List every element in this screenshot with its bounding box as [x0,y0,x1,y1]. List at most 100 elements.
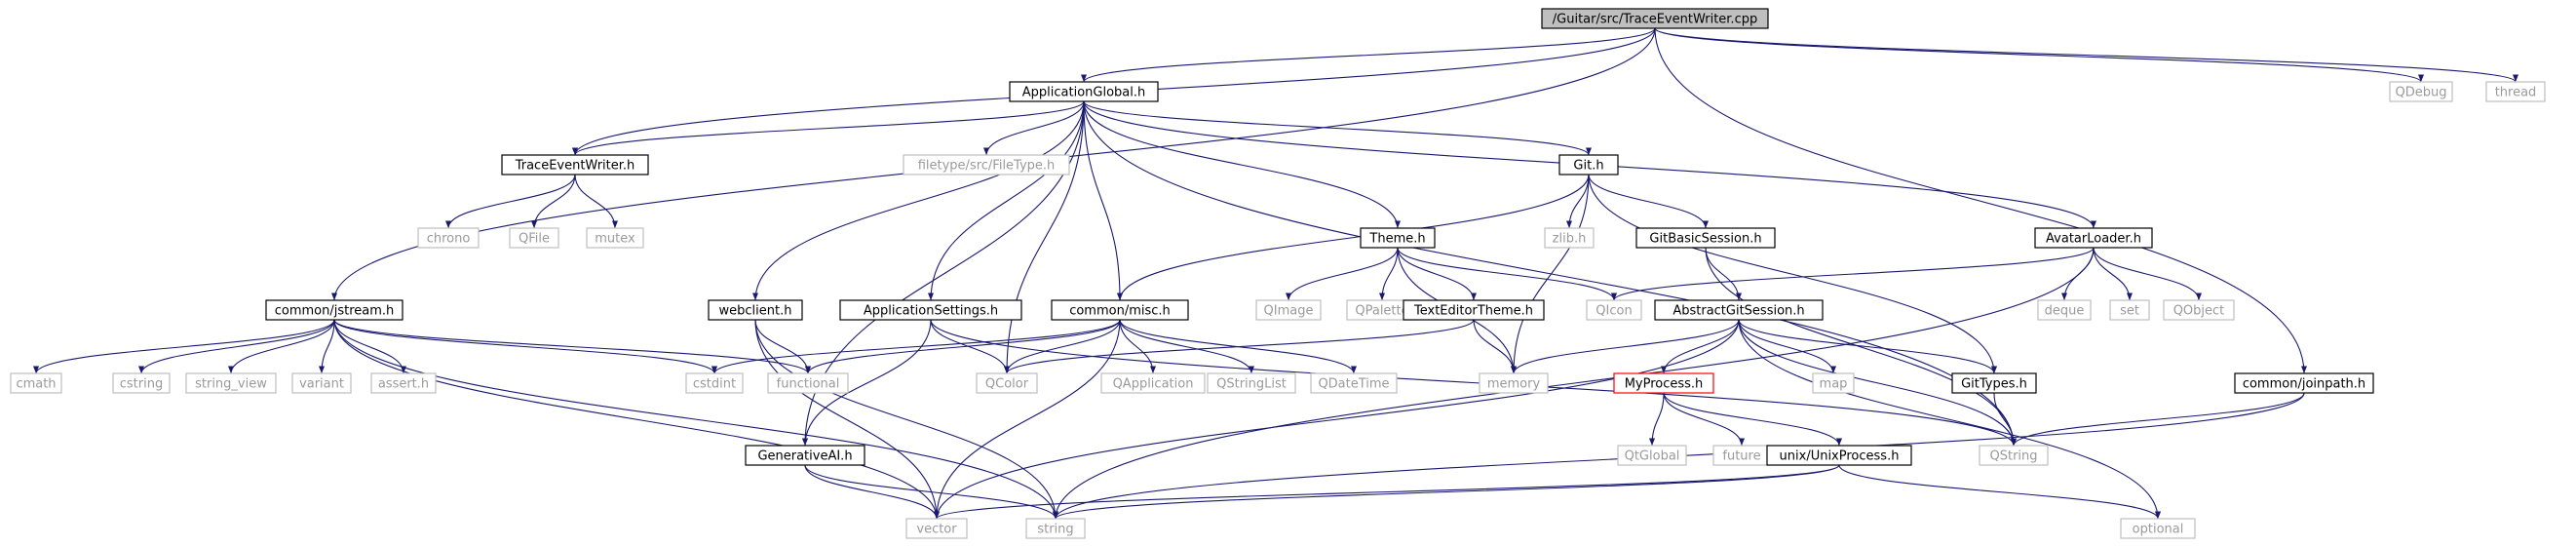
node-memory-label: memory [1487,377,1541,392]
node-gittypes[interactable]: GitTypes.h [1951,372,2037,394]
node-string-box [1025,518,1086,539]
node-vector: vector [905,518,968,539]
node-cmath-box [10,372,62,394]
edge-abstractgit-to-myprocess [1660,319,1740,374]
node-qicon-label: QIcon [1596,304,1632,319]
node-qicon-box [1586,299,1642,321]
node-optional-box [2120,518,2196,539]
node-theme[interactable]: Theme.h [1360,227,1436,249]
node-joinpath[interactable]: common/joinpath.h [2234,372,2374,394]
node-string: string [1025,518,1086,539]
node-optional: optional [2120,518,2196,539]
node-chrono-box [417,227,480,249]
node-gittypes-label: GitTypes.h [1961,377,2027,392]
node-generativeai[interactable]: GenerativeAI.h [745,445,865,466]
node-myprocess-box [1613,372,1714,394]
node-cstdint-label: cstdint [693,377,736,392]
node-root[interactable]: /Guitar/src/TraceEventWriter.cpp [1541,8,1769,29]
node-git[interactable]: Git.h [1558,154,1619,176]
edge-root-to-thread [1654,27,2518,83]
edge-gitbasic-to-qstring [1705,247,2018,447]
edge-misc-to-qcolor [1003,319,1121,374]
node-qcolor: QColor [976,372,1038,394]
node-abstractgit[interactable]: AbstractGitSession.h [1654,299,1824,321]
edge-appglobal-to-webclient [751,100,1085,301]
node-unixprocess[interactable]: unix/UnixProcess.h [1766,445,1912,466]
edge-theme-to-texteditor [1397,247,1478,301]
edge-tracewriter-to-mutex [574,174,619,229]
edge-generativeai-to-vector [804,464,941,520]
node-map: map [1812,372,1855,394]
node-avatar[interactable]: AvatarLoader.h [2034,227,2153,249]
edge-misc-to-cstdint [711,319,1121,374]
edge-theme-to-qpalette [1378,247,1399,301]
node-appsettings-label: ApplicationSettings.h [864,304,998,319]
edge-generativeai-to-string [804,464,1059,520]
edge-webclient-to-functional [754,319,812,374]
node-set: set [2109,299,2150,321]
edge-theme-to-qicon [1397,247,1618,301]
node-joinpath-box [2234,372,2374,394]
node-thread-label: thread [2495,86,2537,100]
node-generativeai-label: GenerativeAI.h [757,449,852,464]
node-appglobal[interactable]: ApplicationGlobal.h [1009,81,1159,102]
node-gitbasic[interactable]: GitBasicSession.h [1635,227,1776,249]
node-texteditor[interactable]: TextEditorTheme.h [1403,299,1545,321]
node-mutex-label: mutex [595,232,635,247]
node-gitbasic-label: GitBasicSession.h [1649,232,1761,247]
edge-avatar-to-set [2093,247,2134,301]
node-cmath-label: cmath [16,377,56,392]
node-cstring-box [112,372,171,394]
node-functional: functional [767,372,849,394]
node-filetype-label: filetype/src/FileType.h [918,159,1056,174]
node-qstring-label: QString [1989,449,2037,464]
edge-appglobal-to-appsettings [927,100,1085,301]
node-appsettings-box [839,299,1022,321]
node-generativeai-box [745,445,865,466]
edge-theme-to-qimage [1285,247,1399,301]
node-misc[interactable]: common/misc.h [1051,299,1189,321]
node-zlib: zlib.h [1544,227,1595,249]
edge-misc-to-qstringlist [1119,319,1255,374]
node-jstream[interactable]: common/jstream.h [265,299,404,321]
node-avatar-box [2034,227,2153,249]
edge-root-to-qdebug [1654,27,2424,83]
node-mutex-box [586,227,644,249]
node-qstringlist: QStringList [1207,372,1296,394]
node-deque: deque [2037,299,2092,321]
edge-gitbasic-to-abstractgit [1705,247,1743,301]
node-qtglobal-box [1617,445,1687,466]
node-jstream-label: common/jstream.h [275,304,395,319]
node-webclient[interactable]: webclient.h [708,299,803,321]
node-appglobal-label: ApplicationGlobal.h [1022,86,1145,100]
node-qimage-box [1255,299,1322,321]
node-vector-label: vector [916,523,957,537]
edge-root-to-joinpath [1654,27,2308,374]
node-appsettings[interactable]: ApplicationSettings.h [839,299,1022,321]
node-qstring-box [1979,445,2049,466]
node-appglobal-box [1009,81,1159,102]
edge-git-to-misc [1116,174,1590,301]
node-texteditor-label: TextEditorTheme.h [1413,304,1533,319]
edge-tracewriter-to-chrono [444,174,576,229]
node-tracewriter[interactable]: TraceEventWriter.h [501,154,649,176]
edge-unixprocess-to-vector [934,464,1840,520]
node-zlib-box [1544,227,1595,249]
node-abstractgit-label: AbstractGitSession.h [1672,304,1804,319]
node-gitbasic-box [1635,227,1776,249]
edge-appglobal-to-qcolor [1003,100,1085,374]
edge-myprocess-to-qtglobal [1648,392,1665,447]
node-myprocess: MyProcess.h [1613,372,1714,394]
node-set-label: set [2120,304,2139,319]
node-qfile: QFile [509,227,559,249]
node-set-box [2109,299,2150,321]
node-cstring-label: cstring [120,377,163,392]
edge-misc-to-functional [805,319,1121,374]
node-chrono: chrono [417,227,480,249]
node-jstream-box [265,299,404,321]
edge-abstractgit-to-optional [1738,319,2162,520]
edge-appglobal-to-git [1083,100,1592,156]
node-qdatetime-box [1310,372,1398,394]
node-webclient-box [708,299,803,321]
edge-unixprocess-to-string [1053,464,1840,520]
